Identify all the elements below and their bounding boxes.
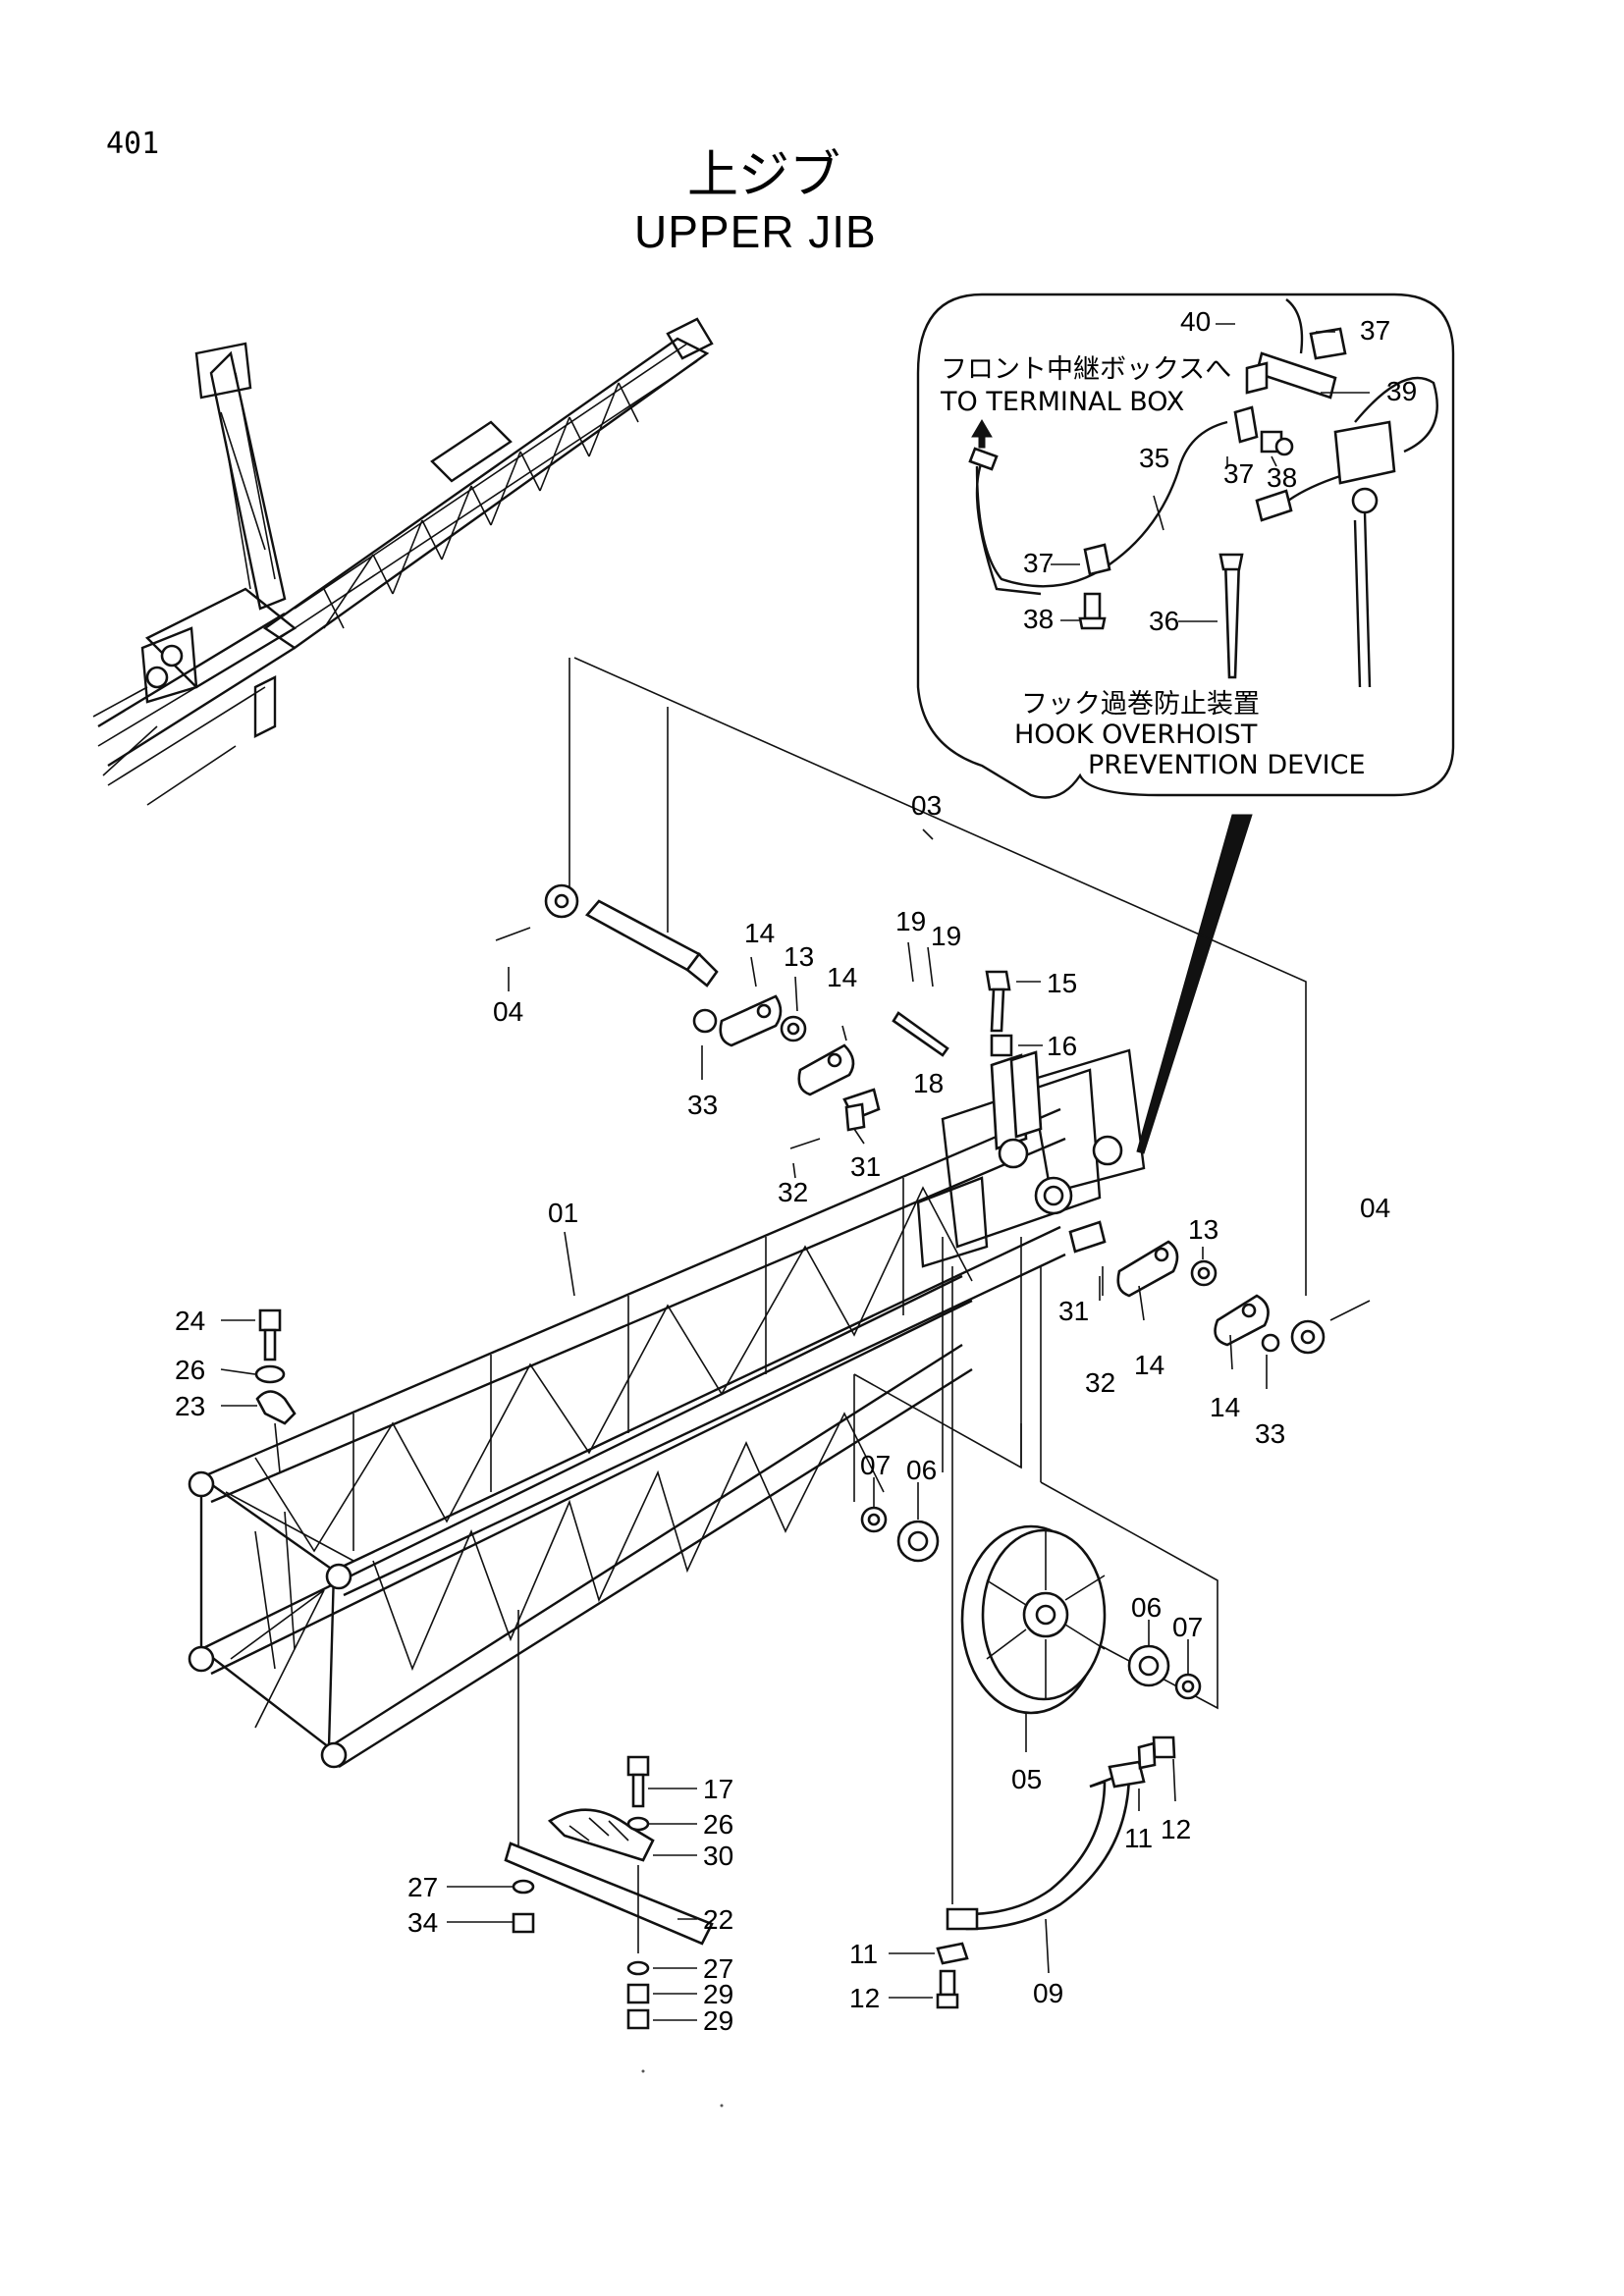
detail-bubble — [916, 293, 1455, 799]
part-label: 06 — [1131, 1592, 1162, 1623]
part-label: 40 — [1180, 306, 1211, 337]
title-english: UPPER JIB — [634, 206, 877, 257]
upper-jib-structure — [188, 1048, 1146, 1769]
part-label: 37 — [1023, 548, 1054, 578]
part-label: 17 — [703, 1774, 733, 1804]
title-japanese: 上ジブ — [687, 146, 840, 205]
part-label: 11 — [849, 1939, 878, 1969]
part-label: 39 — [1386, 376, 1417, 406]
part-label: 12 — [849, 1983, 880, 2013]
part-label: 29 — [703, 2005, 733, 2036]
part-label: 07 — [1172, 1612, 1203, 1642]
part-label: 19 — [931, 921, 961, 951]
part-label: 33 — [687, 1090, 718, 1120]
part-label: 23 — [175, 1391, 205, 1421]
part-label: 22 — [703, 1904, 733, 1935]
hook-device-label-en-2: PREVENTION DEVICE — [1088, 750, 1366, 780]
part-label: 14 — [744, 918, 775, 948]
part-label: 26 — [703, 1809, 733, 1840]
part-label: 14 — [1210, 1392, 1240, 1422]
arrow-up-icon — [971, 419, 993, 438]
part-label: 13 — [1188, 1214, 1218, 1245]
part-label: 09 — [1033, 1978, 1063, 2008]
scan-dots — [641, 2069, 724, 2108]
part-label: 16 — [1047, 1031, 1077, 1061]
part-label: 15 — [1047, 968, 1077, 998]
part-label: 35 — [1139, 443, 1169, 473]
part-label: 11 — [1124, 1823, 1153, 1853]
part-label: 05 — [1011, 1764, 1042, 1794]
part-label: 33 — [1255, 1418, 1285, 1449]
bubble-leader — [1136, 814, 1253, 1154]
stopper-bracket-parts — [936, 1266, 1176, 2009]
page-number: 401 — [106, 127, 159, 161]
clamp-parts — [254, 1308, 297, 1473]
part-label: 31 — [1058, 1296, 1089, 1326]
hook-overhoist-device-parts — [968, 298, 1438, 688]
hook-device-label-en-1: HOOK OVERHOIST — [1014, 720, 1258, 750]
part-label: 26 — [175, 1355, 205, 1385]
plate-bracket-parts — [504, 1610, 714, 2030]
part-label: 03 — [911, 790, 942, 821]
crane-overview-illustration — [92, 317, 714, 806]
part-label: 31 — [850, 1151, 881, 1182]
part-label: 14 — [827, 962, 857, 992]
part-label: 04 — [1360, 1193, 1390, 1223]
terminal-box-label-jp: フロント中継ボックスへ — [941, 354, 1231, 385]
part-number-labels: 40 37 39 35 37 38 37 38 36 03 04 14 13 1… — [175, 306, 1417, 2036]
leader-lines — [220, 828, 1268, 2021]
part-label: 36 — [1149, 606, 1179, 636]
part-label: 37 — [1223, 458, 1254, 489]
part-label: 01 — [548, 1198, 578, 1228]
part-label: 38 — [1023, 604, 1054, 634]
part-label: 29 — [703, 1979, 733, 2009]
part-label: 34 — [407, 1907, 438, 1938]
hook-device-label-jp: フック過巻防止装置 — [1021, 689, 1260, 720]
part-label: 27 — [703, 1953, 733, 1984]
part-label: 06 — [906, 1455, 937, 1485]
part-label: 18 — [913, 1068, 944, 1098]
part-label: 32 — [1085, 1367, 1115, 1398]
sheave-assembly-parts — [853, 1237, 1218, 1715]
part-label: 30 — [703, 1841, 733, 1871]
part-label: 04 — [493, 996, 523, 1027]
part-label: 37 — [1360, 315, 1390, 346]
part-label: 13 — [784, 941, 814, 972]
terminal-box-label-en: TO TERMINAL BOX — [940, 387, 1184, 417]
part-label: 32 — [778, 1177, 808, 1207]
part-label: 19 — [895, 906, 926, 936]
part-label: 07 — [860, 1450, 891, 1480]
part-label: 24 — [175, 1306, 205, 1336]
part-label: 38 — [1267, 462, 1297, 493]
part-label: 12 — [1161, 1814, 1191, 1844]
part-label: 14 — [1134, 1350, 1164, 1380]
part-label: 27 — [407, 1872, 438, 1902]
pin-assembly-parts — [495, 657, 1371, 1355]
